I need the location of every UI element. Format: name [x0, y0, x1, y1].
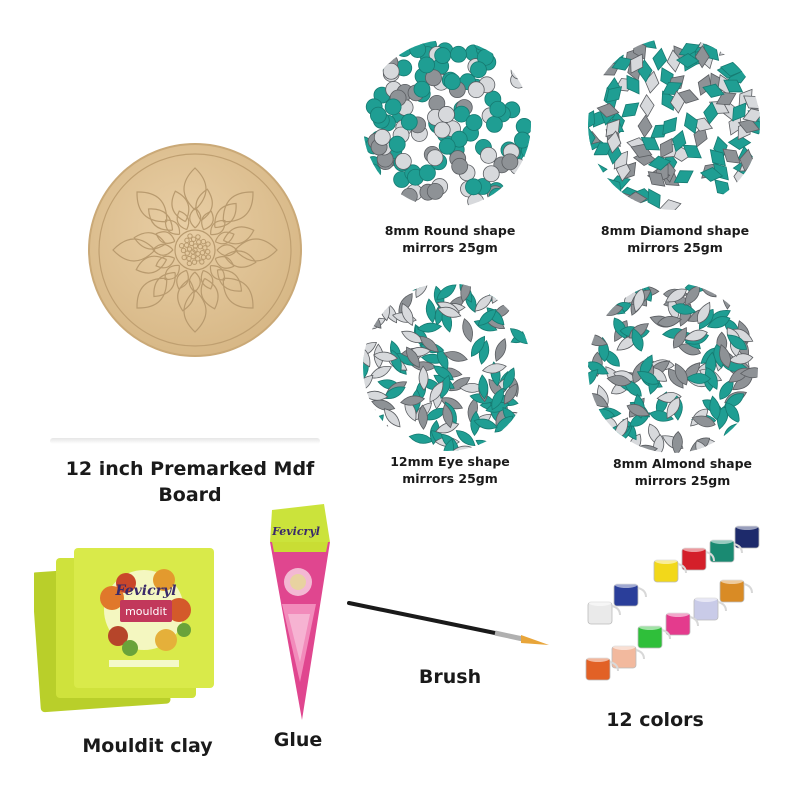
- brush-label: Brush: [418, 666, 482, 688]
- eye-mirrors-image: [363, 283, 531, 451]
- diamond-label-line2: mirrors 25gm: [627, 240, 723, 255]
- clay-brand-text: Fevicryl: [115, 583, 177, 599]
- brush-image: [345, 595, 555, 655]
- glue-brand-text: Fevicryl: [271, 525, 320, 538]
- eye-label-line1: 12mm Eye shape: [390, 454, 510, 469]
- board-label: 12 inch Premarked Mdf Board: [40, 456, 340, 508]
- almond-mirrors-label: 8mm Almond shape mirrors 25gm: [575, 455, 790, 489]
- mouldit-clay-image: Fevicryl mouldit: [31, 548, 219, 713]
- clay-product-text: mouldit: [125, 605, 168, 618]
- clay-label: Mouldit clay: [82, 735, 213, 757]
- board-shadow: [50, 438, 320, 444]
- paints-label: 12 colors: [606, 709, 704, 731]
- almond-label-line1: 8mm Almond shape: [612, 456, 753, 471]
- glue-cone-image: Fevicryl: [260, 502, 340, 722]
- round-label-line2: mirrors 25gm: [402, 240, 498, 255]
- mdf-board-image: [85, 140, 305, 360]
- paint-pots-image: [570, 498, 768, 693]
- glue-label: Glue: [273, 729, 323, 751]
- diamond-label-line1: 8mm Diamond shape: [600, 223, 750, 238]
- board-label-line1: 12 inch Premarked Mdf: [65, 458, 315, 480]
- diamond-mirrors-image: [588, 38, 760, 210]
- board-label-line2: Board: [158, 484, 222, 506]
- diamond-mirrors-label: 8mm Diamond shape mirrors 25gm: [570, 222, 780, 256]
- round-label-line1: 8mm Round shape: [384, 223, 516, 238]
- eye-mirrors-label: 12mm Eye shape mirrors 25gm: [345, 453, 555, 487]
- almond-label-line2: mirrors 25gm: [634, 473, 731, 488]
- eye-label-line2: mirrors 25gm: [402, 471, 498, 486]
- round-mirrors-label: 8mm Round shape mirrors 25gm: [350, 222, 550, 256]
- round-mirrors-image: [363, 40, 531, 208]
- almond-mirrors-image: [588, 283, 758, 453]
